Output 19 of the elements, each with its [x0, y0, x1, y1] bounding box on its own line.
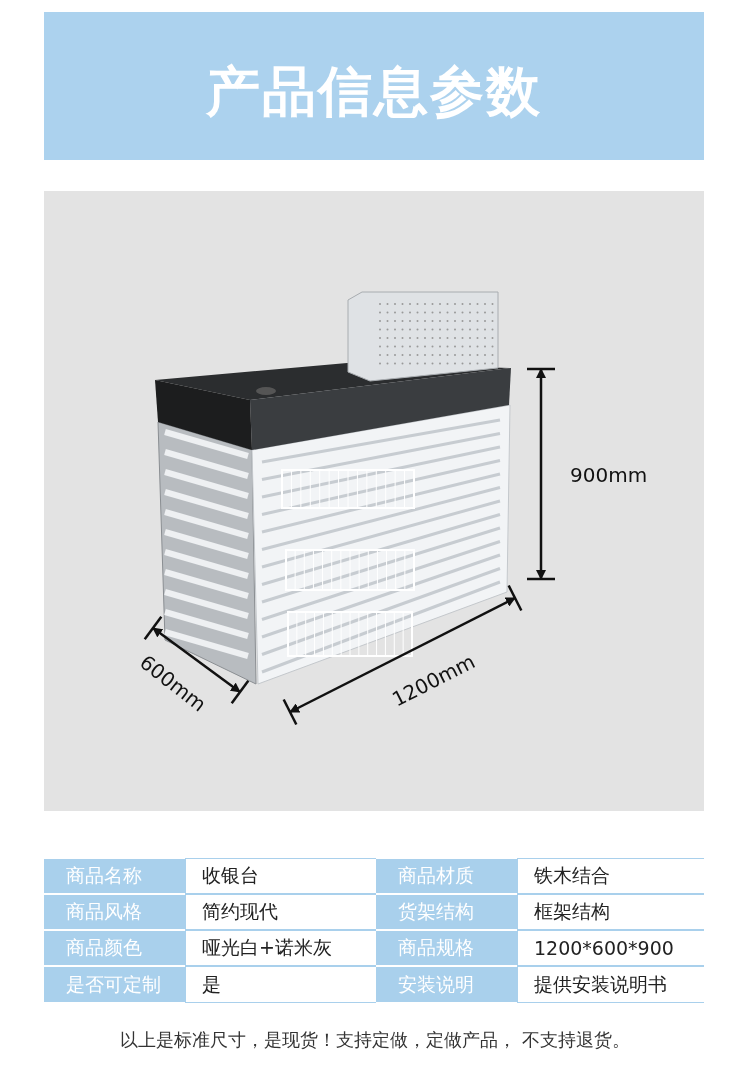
table-cell: 安装说明 [376, 966, 517, 1003]
table-cell: 收银台 [185, 858, 376, 894]
table-cell: 商品规格 [376, 930, 517, 966]
table-cell: 简约现代 [185, 894, 376, 930]
table-cell: 框架结构 [517, 894, 704, 930]
title: 产品信息参数 [205, 59, 543, 125]
table-cell: 铁木结合 [517, 858, 704, 894]
table-cell: 是否可定制 [44, 966, 185, 1003]
table-cell: 货架结构 [376, 894, 517, 930]
table-cell: 商品名称 [44, 858, 185, 894]
table-cell: 商品风格 [44, 894, 185, 930]
table-cell: 商品材质 [376, 858, 517, 894]
note: 以上是标准尺寸，是现货！支持定做，定做产品， 不支持退货。 [119, 1028, 631, 1052]
table-cell: 提供安装说明书 [517, 966, 704, 1003]
table-cell: 哑光白+诺米灰 [185, 930, 376, 966]
table-cell: 是 [185, 966, 376, 1003]
table-cell: 1200*600*900 [517, 930, 704, 966]
dimension-label: 900mm [570, 463, 648, 487]
table-cell: 商品颜色 [44, 930, 185, 966]
